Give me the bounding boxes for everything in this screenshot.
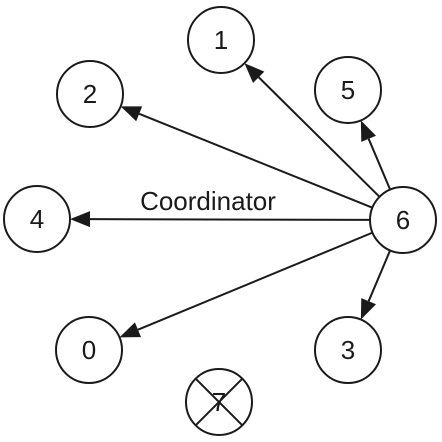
node-5: 5 [314, 56, 382, 124]
node-0: 0 [55, 316, 123, 384]
node-label-4: 4 [30, 204, 44, 234]
nodes-layer: 0 1 2 3 4 5 6 7 [3, 6, 437, 436]
edge-6-to-1 [257, 76, 381, 198]
node-circle-1 [187, 6, 255, 74]
node-2: 2 [56, 60, 124, 128]
node-circle-3 [314, 316, 382, 384]
edge-6-to-2 [138, 112, 373, 209]
arrowhead-6-to-3 [360, 298, 377, 320]
node-circle-4 [3, 185, 71, 253]
node-label-6: 6 [396, 205, 410, 235]
arrowhead-6-to-4 [69, 211, 91, 228]
node-label-5: 5 [341, 75, 355, 105]
node-label-3: 3 [341, 335, 355, 365]
node-7: 7 [185, 368, 253, 436]
node-3: 3 [314, 316, 382, 384]
coordinator-label: Coordinator [140, 186, 276, 216]
edge-6-to-4 [89, 218, 371, 221]
edges-layer: Coordinator [69, 63, 392, 338]
arrowhead-6-to-1 [244, 63, 265, 83]
arrowhead-6-to-2 [120, 106, 143, 122]
node-circle-2 [56, 60, 124, 128]
edge-6-to-5 [367, 138, 392, 190]
node-1: 1 [187, 6, 255, 74]
cross-mark-7-b [194, 377, 244, 427]
edge-6-to-3 [367, 250, 392, 302]
node-circle-6 [369, 186, 437, 254]
node-label-0: 0 [82, 335, 96, 365]
node-label-1: 1 [214, 25, 228, 55]
arrowhead-6-to-5 [360, 120, 377, 142]
node-label-2: 2 [83, 79, 97, 109]
arrowhead-6-to-0 [119, 322, 142, 338]
node-6: 6 [369, 186, 437, 254]
edge-6-to-0 [137, 231, 373, 331]
node-4: 4 [3, 185, 71, 253]
node-circle-0 [55, 316, 123, 384]
node-circle-5 [314, 56, 382, 124]
